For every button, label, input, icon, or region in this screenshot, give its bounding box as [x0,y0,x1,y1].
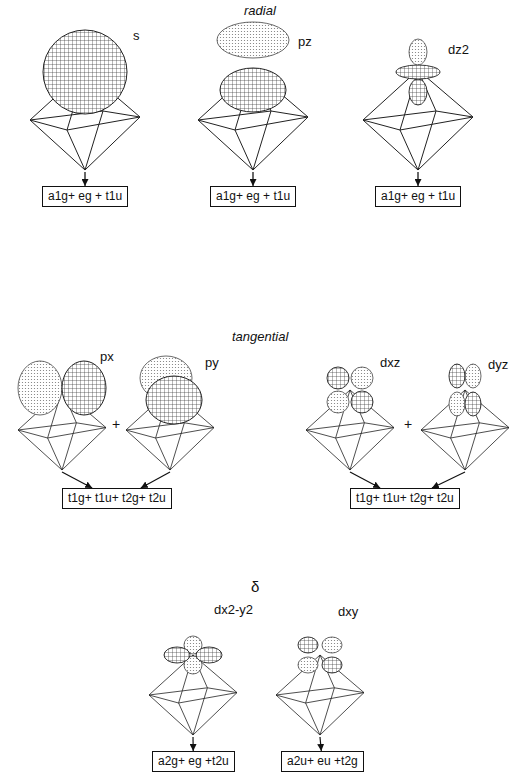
arrow-connector [350,472,380,488]
octahedron-pz [198,22,308,170]
octahedron-dx2y2 [149,636,237,735]
orbital-part [421,390,509,470]
orbital-part [306,390,394,470]
arrow-connector [192,737,193,751]
orbital-label: pz [298,34,312,49]
octahedron-dz2 [363,39,473,170]
symmetry-box: a1g+ eg + t1u [210,186,296,207]
octahedron-px [18,361,106,470]
symmetry-label: a1g+ eg + t1u [48,189,122,203]
orbital-part [449,364,465,388]
orbital-label: dx2-y2 [214,602,253,617]
orbital-part [327,367,349,389]
symmetry-box: a2g+ eg +t2u [152,751,235,772]
arrow-connector [432,472,465,488]
arrow-connector [320,737,321,751]
symmetry-box: a2u+ eu +t2g [281,751,364,772]
orbital-label: s [133,28,140,43]
symmetry-label: a2g+ eg +t2u [158,754,229,768]
orbital-part [196,647,222,663]
arrow-connector [62,472,92,488]
symmetry-label: a2u+ eu +t2g [287,754,358,768]
octahedron-py [126,356,214,470]
orbital-figure: dxy [255,598,385,737]
orbital-part [146,376,202,424]
orbital-part [396,65,440,79]
orbital-part [18,361,62,415]
octahedron-dxy [276,637,364,735]
orbital-label: py [205,355,219,370]
orbital-part [465,364,481,388]
orbital-figure: pz [188,26,318,172]
orbital-part [43,30,127,114]
orbital-figure: dx2-y2 [128,598,258,737]
orbital-label: dz2 [448,42,469,57]
plus-sign: + [404,416,412,432]
octahedron-dxz [306,367,394,470]
orbital-part [409,79,427,105]
orbital-part [149,655,237,735]
orbital-figure: dyz [410,348,520,472]
section-heading: tangential [232,330,288,345]
symmetry-box: t1g+ t1u+ t2g+ t2u [62,488,172,509]
orbital-part [62,361,106,415]
octahedron-s [30,30,140,170]
orbital-figure: dxz [295,348,405,472]
orbital-figure: px [7,348,117,472]
orbital-label: dxy [338,604,358,619]
orbital-part [298,657,318,673]
arrow-connector [252,172,253,186]
arrow-connector [141,472,170,488]
symmetry-box: t1g+ t1u+ t2g+ t2u [350,488,460,509]
plus-sign: + [112,416,120,432]
symmetry-label: a1g+ eg + t1u [216,189,290,203]
orbital-figure: s [20,26,150,172]
orbital-part [409,39,427,65]
orbital-part [298,637,318,653]
section-heading: radial [244,4,276,19]
octahedron-dyz [421,364,509,470]
orbital-part [465,392,481,416]
orbital-part [322,657,342,673]
orbital-label: dyz [488,357,508,372]
orbital-part [351,367,373,389]
symmetry-box: a1g+ eg + t1u [42,186,128,207]
symmetry-label: t1g+ t1u+ t2g+ t2u [68,491,166,505]
plus-sign: δ [251,578,259,595]
symmetry-label: a1g+ eg + t1u [381,189,455,203]
orbital-figure: dz2 [353,26,483,172]
orbital-part [217,22,289,58]
orbital-part [164,647,190,663]
symmetry-label: t1g+ t1u+ t2g+ t2u [356,491,454,505]
orbital-part [327,391,349,413]
orbital-part [220,68,286,112]
orbital-label: px [100,349,114,364]
symmetry-box: a1g+ eg + t1u [375,186,461,207]
orbital-part [322,637,342,653]
arrow-connector [84,172,85,186]
orbital-part [363,70,473,170]
orbital-part [449,392,465,416]
orbital-figure: py [115,348,225,472]
orbital-label: dxz [380,355,400,370]
orbital-part [351,391,373,413]
arrow-connector [417,172,418,186]
orbital-part [276,655,364,735]
